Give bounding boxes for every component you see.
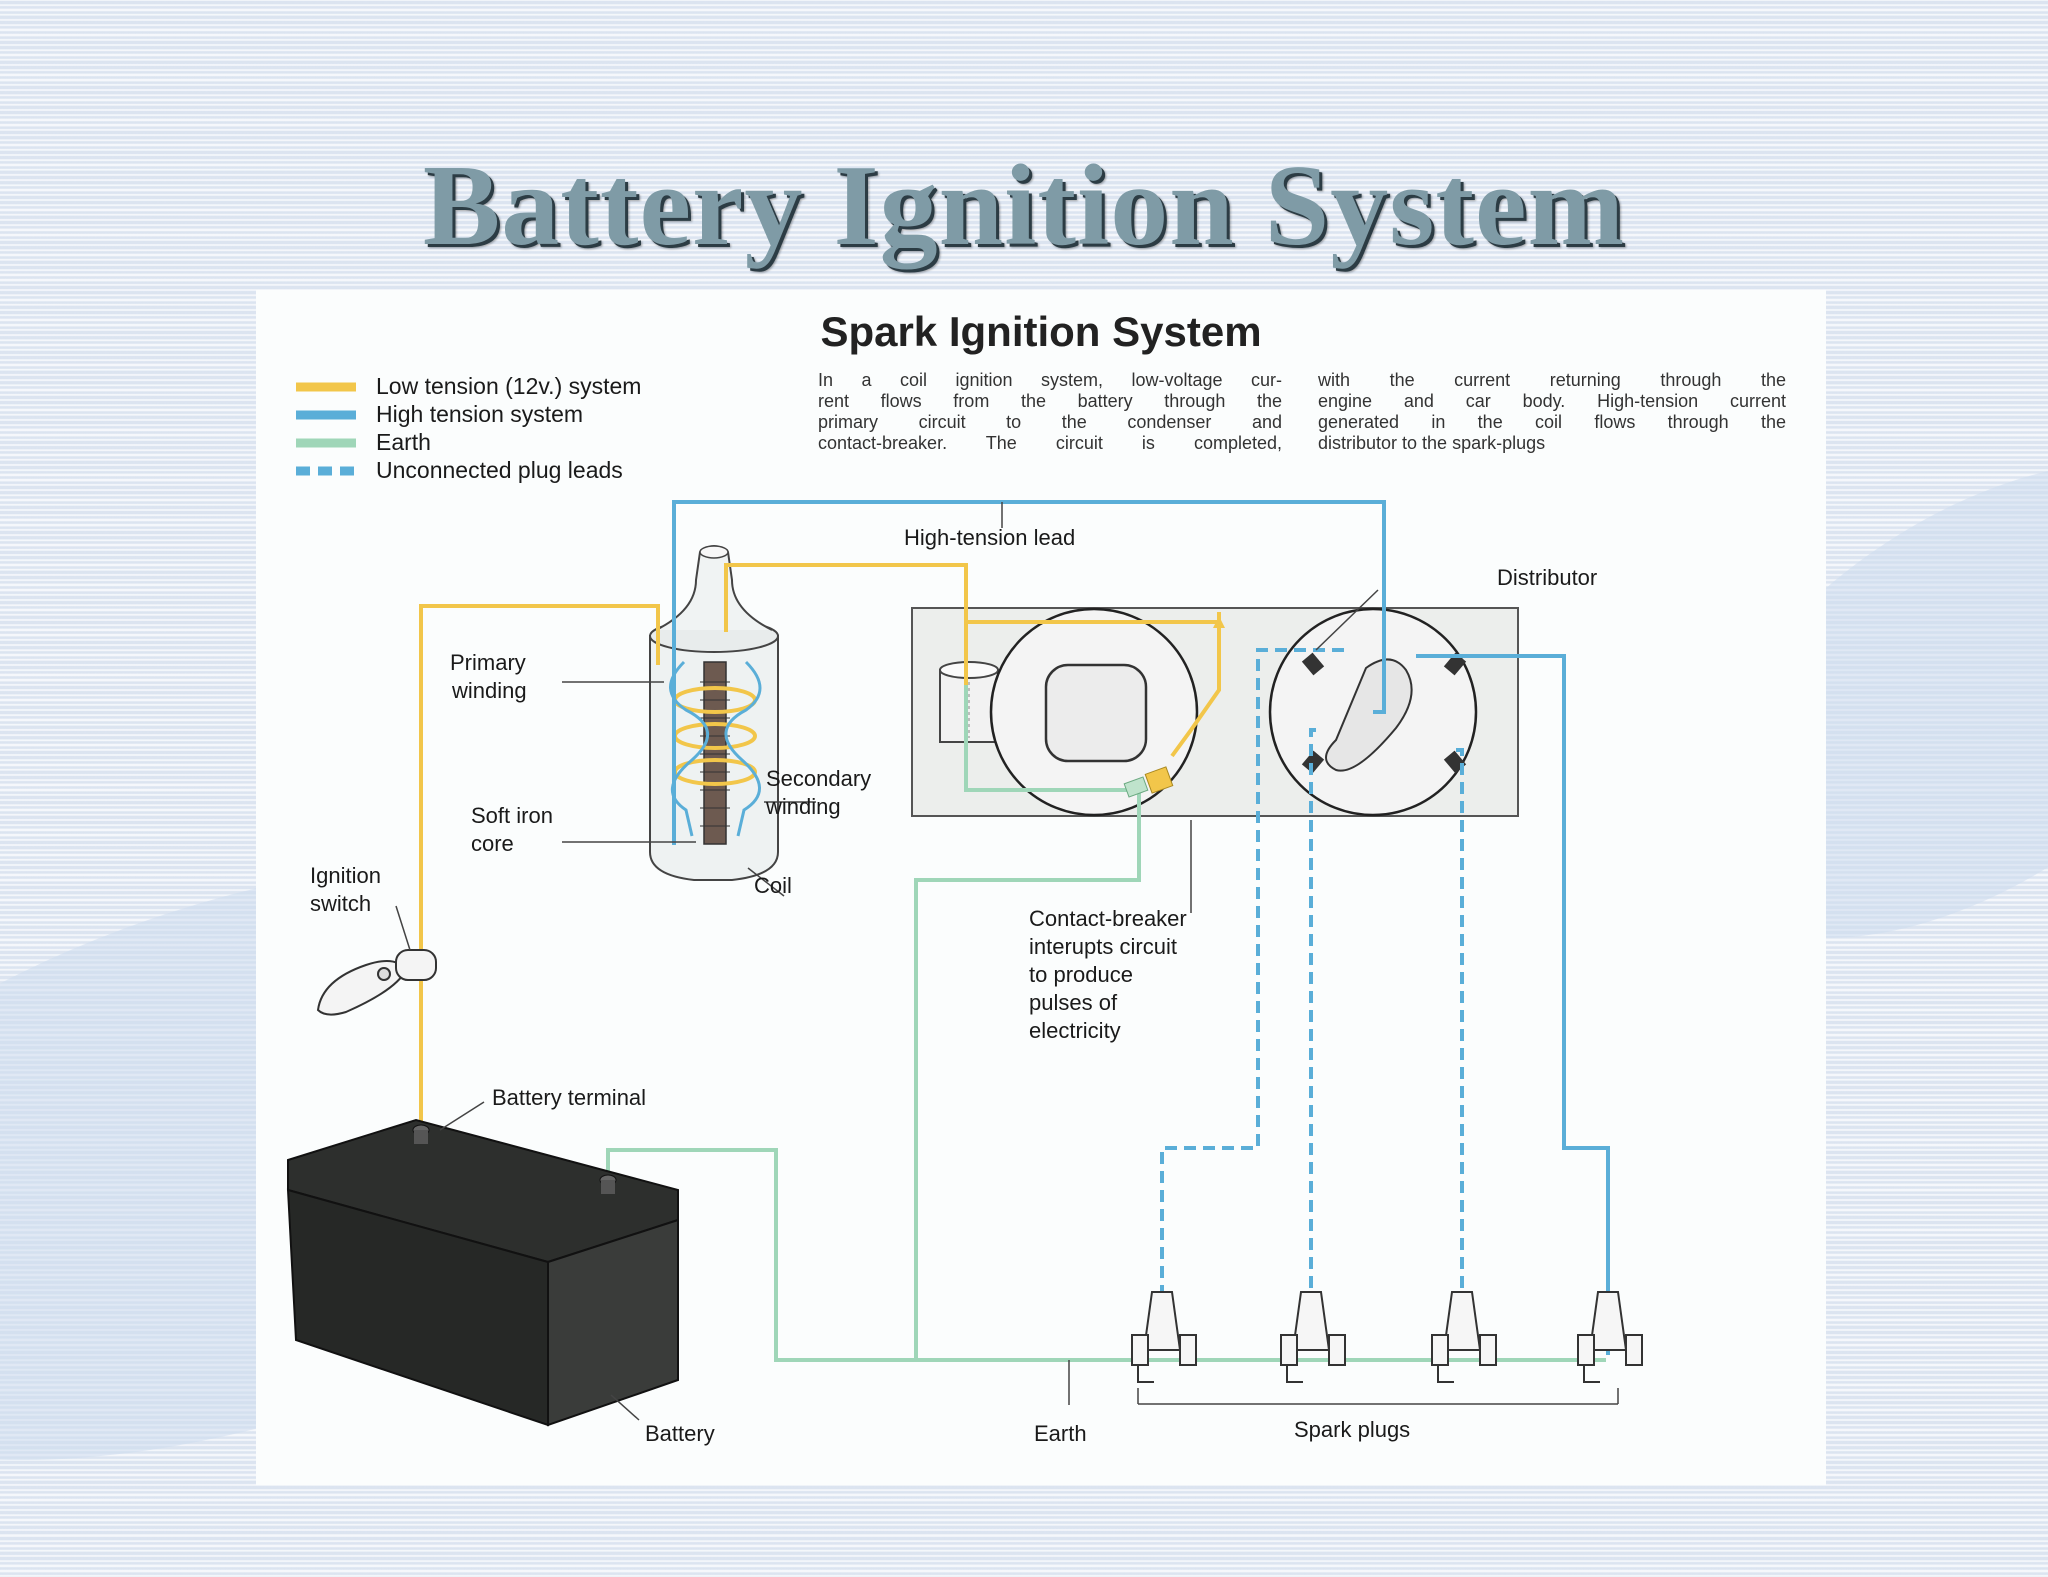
label-distributor: Distributor	[1497, 565, 1597, 590]
earth-wiring	[606, 685, 1606, 1362]
label-ignition-switch: Ignition	[310, 863, 381, 888]
legend-label: Earth	[376, 429, 431, 455]
description-line: with the current returning through the	[1318, 370, 1786, 390]
diagram-panel: Spark Ignition System In a coil ignition…	[256, 290, 1826, 1485]
label-secondary-winding: Secondary	[766, 766, 871, 791]
spark-plug	[1577, 1291, 1643, 1383]
description-line: primary circuit to the condenser and	[818, 412, 1282, 432]
ignition-diagram: Low tension (12v.) system High tension s…	[286, 373, 1643, 1446]
contact-breaker-cam	[989, 607, 1199, 817]
spark-plug	[1431, 1291, 1497, 1383]
description-line: generated in the coil flows through the	[1318, 412, 1786, 432]
arrowhead	[1213, 616, 1225, 628]
description-col-2: with the current returning through the e…	[1318, 370, 1786, 454]
legend: Low tension (12v.) system High tension s…	[296, 373, 641, 483]
leader-lines	[395, 502, 1619, 1421]
label-contact-breaker: electricity	[1029, 1018, 1121, 1043]
description-line: In a coil ignition system, low-voltage c…	[818, 370, 1282, 390]
soft-iron-core	[703, 661, 727, 845]
ignition-coil	[649, 545, 779, 881]
label-soft-iron-core: core	[471, 831, 514, 856]
contact-points	[1123, 776, 1149, 798]
spark-plug	[1280, 1291, 1346, 1383]
label-earth: Earth	[1034, 1421, 1087, 1446]
label-contact-breaker: to produce	[1029, 962, 1133, 987]
label-battery: Battery	[645, 1421, 715, 1446]
label-soft-iron-core: Soft iron	[471, 803, 553, 828]
unconnected-plug-leads	[1160, 648, 1464, 1350]
battery-graphic	[286, 1118, 679, 1427]
label-contact-breaker: interupts circuit	[1029, 934, 1177, 959]
figure-title: Spark Ignition System	[820, 308, 1262, 355]
contact-points	[1144, 766, 1174, 794]
label-primary-winding: Primary	[450, 650, 526, 675]
spark-plugs	[1131, 1291, 1643, 1383]
label-coil: Coil	[754, 873, 792, 898]
label-contact-breaker: pulses of	[1029, 990, 1118, 1015]
description-col-1: In a coil ignition system, low-voltage c…	[818, 370, 1282, 454]
ignition-switch-graphic	[316, 949, 437, 1016]
label-secondary-winding: winding	[765, 794, 841, 819]
high-tension-wiring	[672, 500, 1610, 1355]
label-primary-winding: winding	[451, 678, 527, 703]
description-line: distributor to the spark-plugs	[1318, 433, 1546, 453]
slide-title: Battery Ignition System	[422, 142, 1626, 270]
spark-plug	[1131, 1291, 1197, 1383]
description-line: engine and car body. High-tension curren…	[1318, 391, 1786, 411]
legend-label: Unconnected plug leads	[376, 457, 623, 483]
label-ignition-switch: switch	[310, 891, 371, 916]
label-spark-plugs: Spark plugs	[1294, 1417, 1410, 1442]
label-battery-terminal: Battery terminal	[492, 1085, 646, 1110]
legend-label: High tension system	[376, 401, 583, 427]
label-contact-breaker: Contact-breaker	[1029, 906, 1187, 931]
condenser	[939, 661, 999, 743]
description-line: rent flows from the battery through the	[818, 391, 1282, 411]
description-line: contact-breaker. The circuit is complete…	[818, 433, 1282, 453]
legend-label: Low tension (12v.) system	[376, 373, 641, 399]
label-high-tension-lead: High-tension lead	[904, 525, 1075, 550]
